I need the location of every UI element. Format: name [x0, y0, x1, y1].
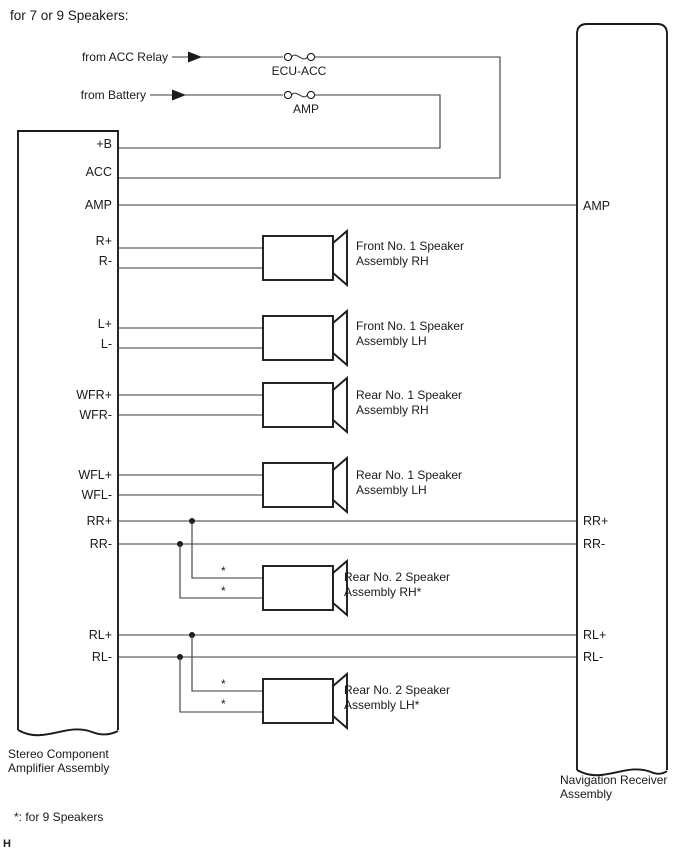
wire-rl-minus-branch	[179, 657, 263, 713]
amp-terminal-label-b-plus: +B	[96, 137, 112, 151]
amp-terminal-label-r-minus: R-	[99, 254, 112, 268]
amplifier-box	[17, 130, 119, 730]
navigation-receiver-caption-line2: Assembly	[560, 787, 612, 801]
nav-terminal-label-rr-minus: RR-	[583, 537, 605, 551]
speaker-rear-2-lh	[262, 671, 348, 731]
wire-battery-to-terminal	[118, 94, 441, 149]
speaker-label-rear-2-rh-line2: Assembly RH*	[344, 585, 422, 599]
amp-terminal-label-r-plus: R+	[96, 234, 112, 248]
amp-terminal-label-wfr-minus: WFR-	[79, 408, 112, 422]
wire-rl-plus-branch	[191, 635, 263, 692]
amplifier-caption-line1: Stereo Component	[8, 747, 109, 761]
amp-terminal-label-wfl-plus: WFL+	[78, 468, 112, 482]
speaker-label-front-1-lh-line1: Front No. 1 Speaker	[356, 319, 464, 333]
nav-terminal-label-amp: AMP	[583, 199, 610, 213]
asterisk-marker-rl-minus: *	[221, 697, 226, 711]
source-label-battery: from Battery	[81, 88, 146, 102]
fuse-amp	[283, 90, 316, 100]
arrow-icon-acc-relay	[188, 51, 202, 63]
speaker-rear-2-rh	[262, 558, 348, 618]
asterisk-marker-rl-plus: *	[221, 677, 226, 691]
footnote-text: *: for 9 Speakers	[14, 810, 103, 824]
nav-terminal-label-rl-minus: RL-	[583, 650, 603, 664]
page-title: for 7 or 9 Speakers:	[10, 8, 129, 23]
amp-terminal-label-amp: AMP	[85, 198, 112, 212]
amp-terminal-label-rl-plus: RL+	[89, 628, 112, 642]
speaker-label-rear-2-lh-line1: Rear No. 2 Speaker	[344, 683, 450, 697]
asterisk-marker-rr-minus: *	[221, 584, 226, 598]
amplifier-break-line	[17, 728, 119, 737]
speaker-label-front-1-rh-line2: Assembly RH	[356, 254, 429, 268]
amp-terminal-label-rr-minus: RR-	[90, 537, 112, 551]
speaker-rear-1-rh	[262, 375, 348, 435]
amp-terminal-label-acc: ACC	[86, 165, 112, 179]
amp-terminal-label-l-minus: L-	[101, 337, 112, 351]
source-label-acc-relay: from ACC Relay	[82, 50, 168, 64]
amp-terminal-label-wfr-plus: WFR+	[76, 388, 112, 402]
fuse-label-amp: AMP	[293, 102, 319, 116]
page-marker: H	[3, 838, 11, 850]
speaker-label-rear-1-rh-line1: Rear No. 1 Speaker	[356, 388, 462, 402]
speaker-front-1-rh	[262, 228, 348, 288]
fuse-ecu-acc	[283, 52, 316, 62]
speaker-label-front-1-lh-line2: Assembly LH	[356, 334, 427, 348]
speaker-rear-1-lh	[262, 455, 348, 515]
nav-terminal-label-rr-plus: RR+	[583, 514, 608, 528]
speaker-label-rear-2-rh-line1: Rear No. 2 Speaker	[344, 570, 450, 584]
speaker-front-1-lh	[262, 308, 348, 368]
speaker-label-rear-1-lh-line2: Assembly LH	[356, 483, 427, 497]
arrow-icon-battery	[172, 89, 186, 101]
amp-terminal-label-wfl-minus: WFL-	[81, 488, 112, 502]
speaker-label-rear-1-rh-line2: Assembly RH	[356, 403, 429, 417]
speaker-label-rear-1-lh-line1: Rear No. 1 Speaker	[356, 468, 462, 482]
navigation-receiver-break-line	[576, 768, 668, 777]
amp-terminal-label-rl-minus: RL-	[92, 650, 112, 664]
wire-rr-plus-branch	[191, 521, 263, 579]
navigation-receiver-caption-line1: Navigation Receiver	[560, 773, 667, 787]
nav-terminal-label-rl-plus: RL+	[583, 628, 606, 642]
amp-terminal-label-rr-plus: RR+	[87, 514, 112, 528]
amplifier-caption-line2: Amplifier Assembly	[8, 761, 109, 775]
navigation-receiver-box	[576, 23, 668, 770]
wire-acc-to-terminal	[118, 56, 501, 179]
speaker-label-rear-2-lh-line2: Assembly LH*	[344, 698, 420, 712]
wire-rr-minus-branch	[179, 544, 263, 599]
asterisk-marker-rr-plus: *	[221, 564, 226, 578]
amp-terminal-label-l-plus: L+	[98, 317, 112, 331]
fuse-label-ecu-acc: ECU-ACC	[272, 64, 327, 78]
speaker-label-front-1-rh-line1: Front No. 1 Speaker	[356, 239, 464, 253]
